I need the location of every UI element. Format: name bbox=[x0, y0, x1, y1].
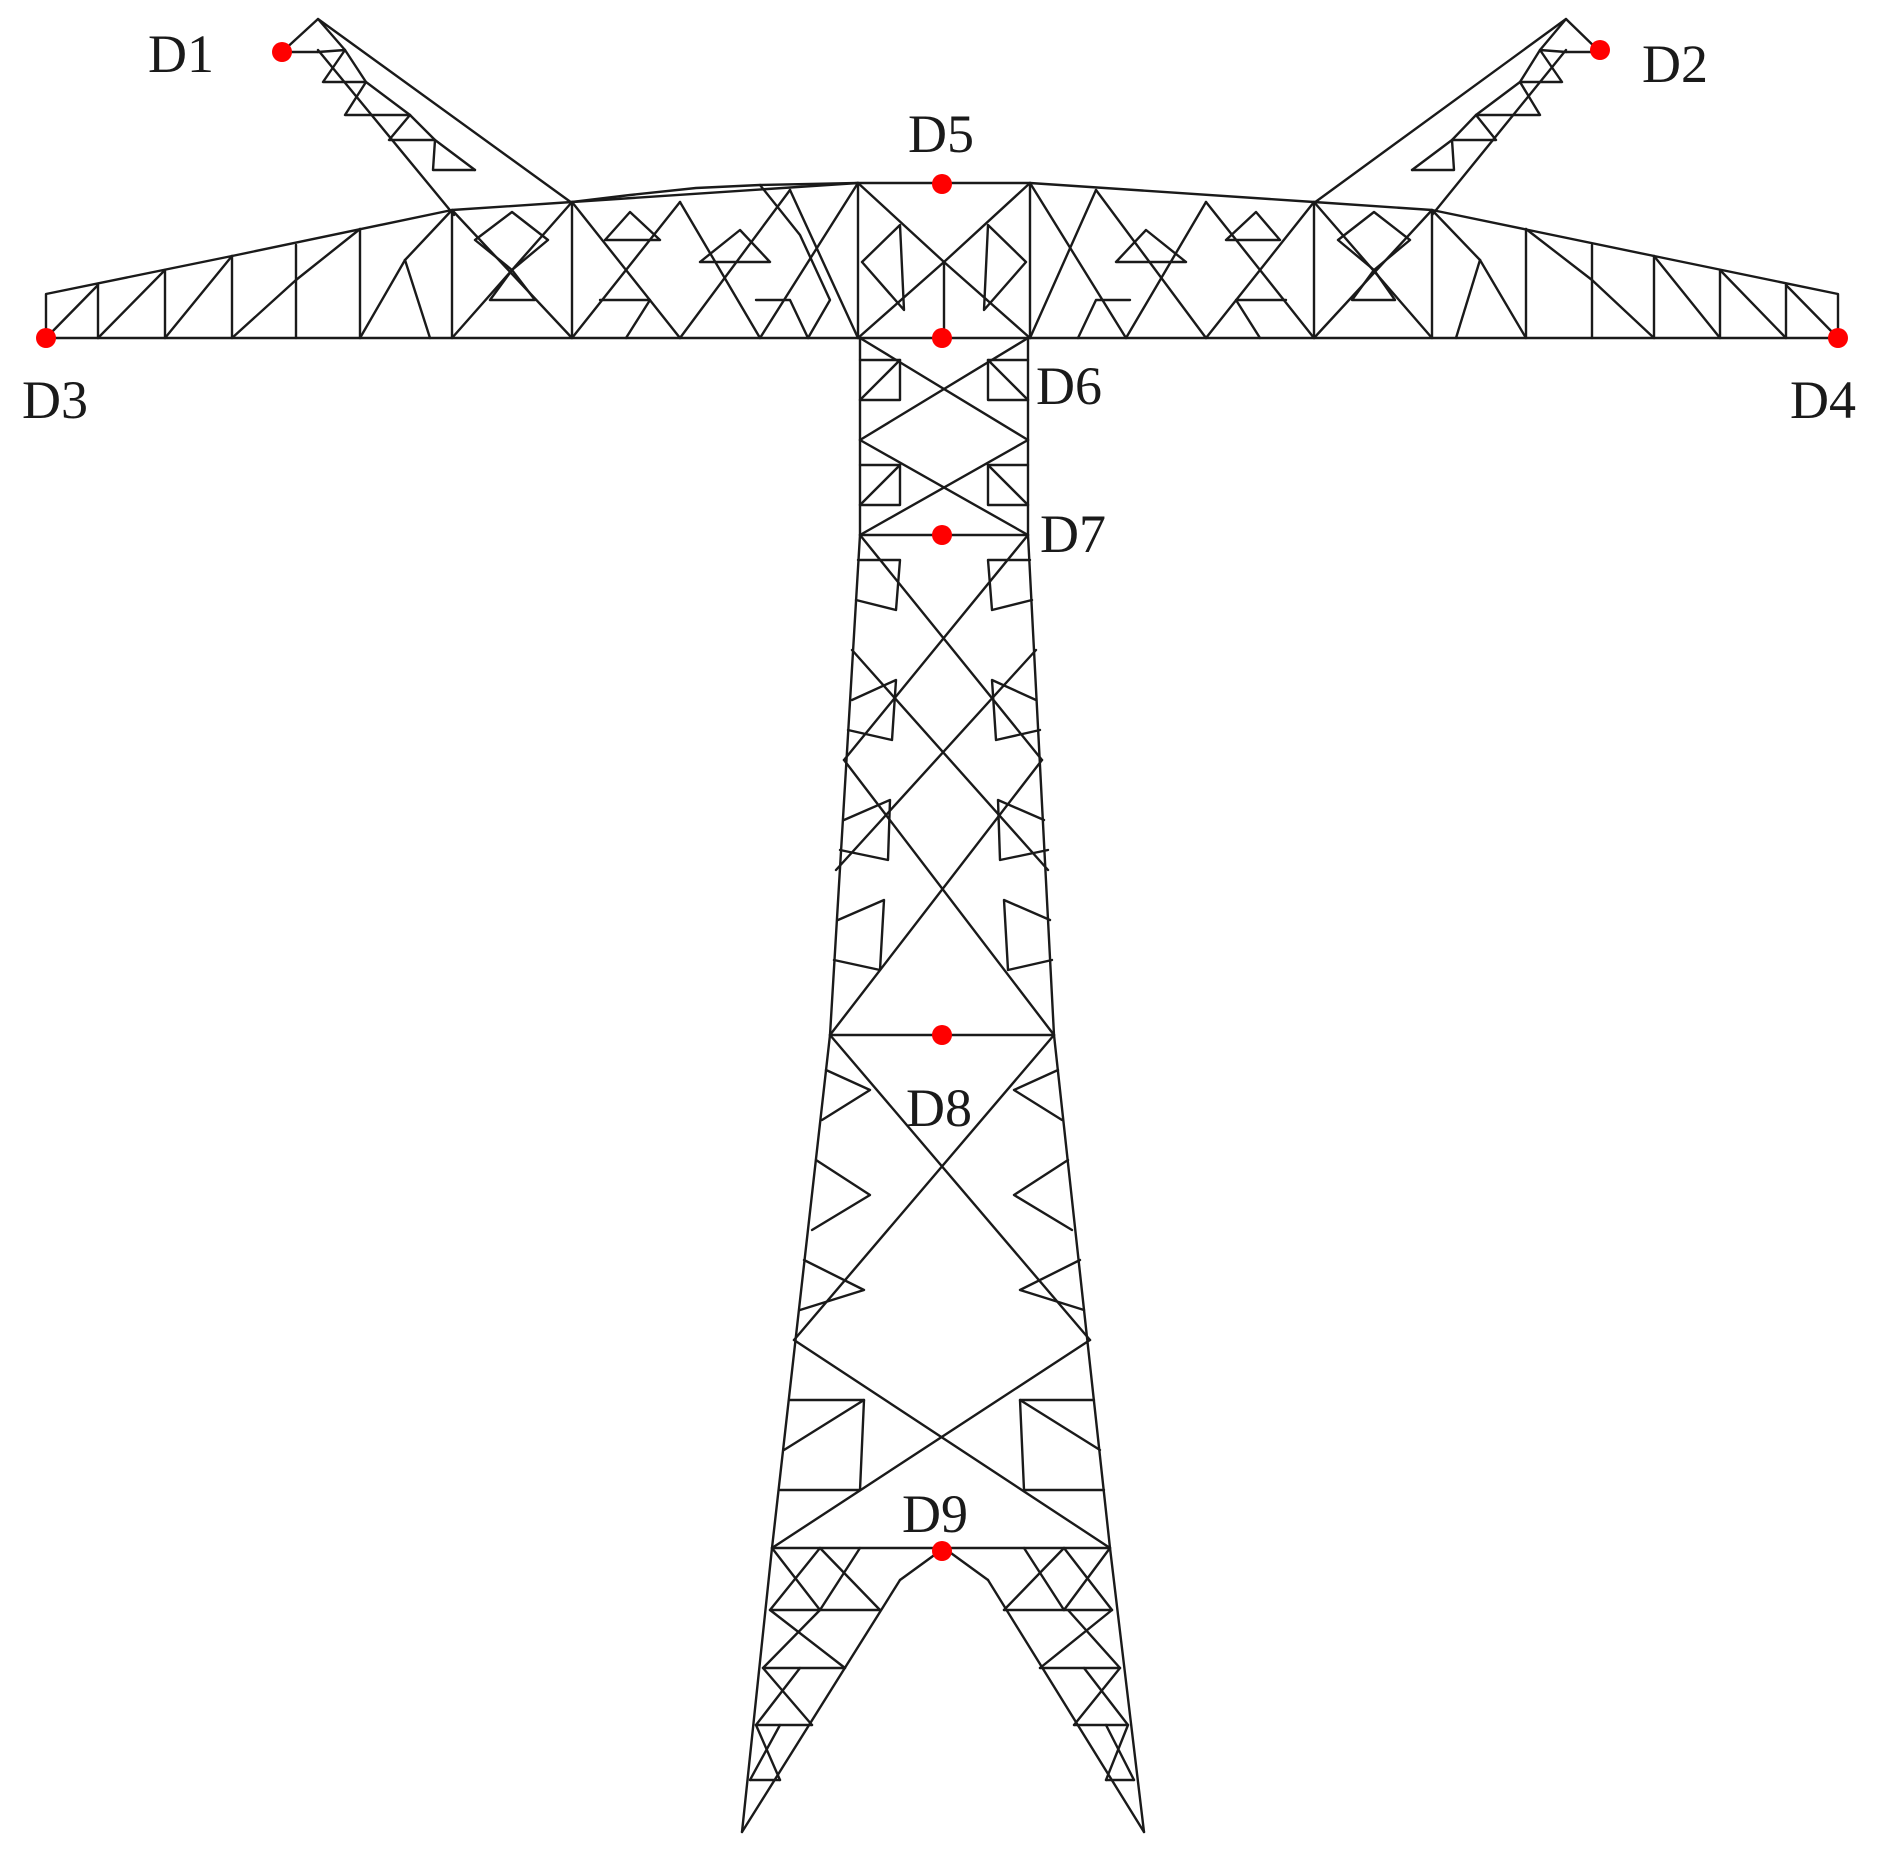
measurement-nodes bbox=[36, 40, 1848, 1561]
node-d8-dot bbox=[932, 1025, 952, 1045]
label-d5: D5 bbox=[908, 104, 974, 164]
node-d3-dot bbox=[36, 328, 56, 348]
left-arm-main-truss bbox=[450, 181, 860, 340]
node-d7-dot bbox=[932, 525, 952, 545]
node-d2-dot bbox=[1590, 40, 1610, 60]
label-d4: D4 bbox=[1790, 370, 1856, 430]
label-d2: D2 bbox=[1642, 34, 1708, 94]
node-d9-dot bbox=[932, 1541, 952, 1561]
head-box-truss bbox=[856, 181, 1032, 340]
right-leg-truss bbox=[942, 1546, 1146, 1834]
label-d6: D6 bbox=[1036, 356, 1102, 416]
left-leg-truss bbox=[740, 1546, 946, 1834]
label-d9: D9 bbox=[902, 1484, 968, 1544]
node-d1-dot bbox=[272, 42, 292, 62]
node-d4-dot bbox=[1828, 328, 1848, 348]
label-d3: D3 bbox=[22, 370, 88, 430]
node-d6-dot bbox=[932, 328, 952, 348]
right-peak-truss bbox=[1312, 17, 1602, 217]
right-arm-main-truss bbox=[1028, 181, 1434, 340]
left-arm-tip-truss bbox=[44, 208, 454, 340]
lower-body-truss bbox=[770, 1033, 1112, 1550]
middle-body-truss bbox=[828, 533, 1056, 1037]
label-d1: D1 bbox=[148, 24, 214, 84]
left-peak-truss bbox=[280, 17, 574, 217]
right-arm-tip-truss bbox=[1430, 208, 1840, 340]
upper-waist-truss bbox=[858, 336, 1030, 537]
label-d7: D7 bbox=[1040, 504, 1106, 564]
label-d8: D8 bbox=[906, 1078, 972, 1138]
node-labels: D1 D2 D3 D4 D5 D6 D7 D8 D9 bbox=[22, 24, 1856, 1544]
node-d5-dot bbox=[932, 174, 952, 194]
